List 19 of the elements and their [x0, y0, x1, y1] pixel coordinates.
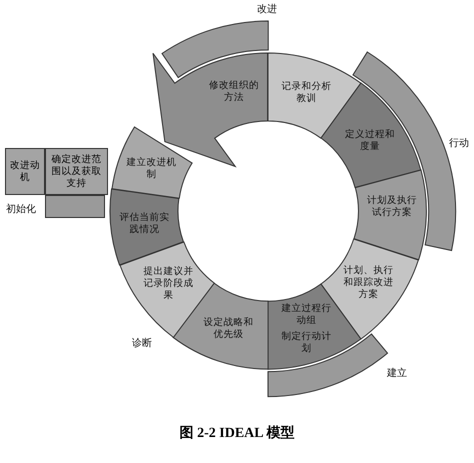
phase-label: 初始化 — [6, 202, 36, 216]
phase-label: 行动 — [448, 136, 469, 150]
step-cell: 确定改进范围以及获取支持 — [45, 148, 108, 195]
phase-label: 改进 — [256, 2, 277, 16]
segment-text: 设定战略和优先级 — [202, 316, 255, 341]
segment-text: 定义过程和度量 — [344, 128, 396, 153]
step-cell: 改进动机 — [5, 148, 45, 195]
segment-text: 修改组织的方法 — [208, 80, 260, 104]
segment-text: 计划及执行试行方案 — [366, 195, 418, 220]
segment-text: 提出建议并记录阶段成果 — [142, 266, 194, 302]
segment-text: 计划、执行和跟踪改进方案 — [342, 264, 394, 301]
segment-text: 制定行动计划 — [280, 330, 332, 355]
segment-text: 记录和分析教训 — [280, 81, 332, 106]
figure-caption: 图 2-2 IDEAL 模型 — [178, 424, 296, 442]
segment-text: 建立过程行动组 — [280, 302, 332, 327]
segment-text: 建立改进机制 — [125, 156, 178, 181]
segment-text: 评估当前实践情况 — [118, 212, 171, 236]
phase-label: 诊断 — [132, 336, 152, 350]
phase-label: 建立 — [387, 366, 407, 380]
